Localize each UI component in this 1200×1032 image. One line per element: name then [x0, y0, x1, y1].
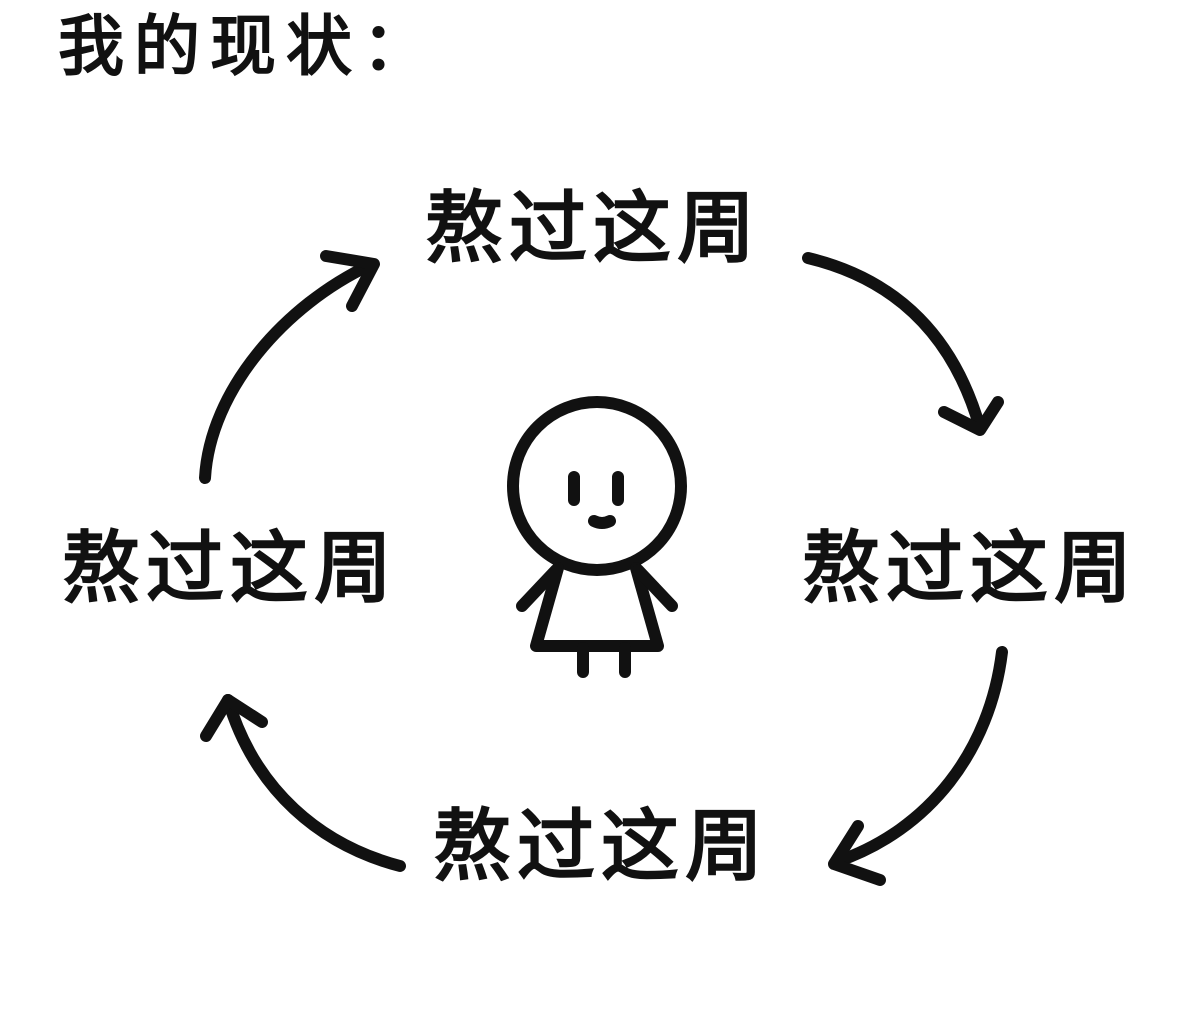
stick-figure-icon — [507, 396, 687, 678]
arrow-right-to-bottom-icon — [828, 646, 1008, 886]
arrow-left-to-top-icon — [199, 250, 380, 484]
page-title: 我的现状： — [58, 8, 438, 85]
arrow-bottom-to-left-icon — [200, 694, 406, 872]
cycle-label-top: 熬过这周 — [425, 184, 762, 274]
arrow-top-to-right-icon — [802, 252, 1004, 436]
cycle-label-left: 熬过这周 — [62, 524, 399, 614]
cycle-label-right: 熬过这周 — [802, 524, 1139, 614]
cycle-label-bottom: 熬过这周 — [433, 802, 770, 892]
